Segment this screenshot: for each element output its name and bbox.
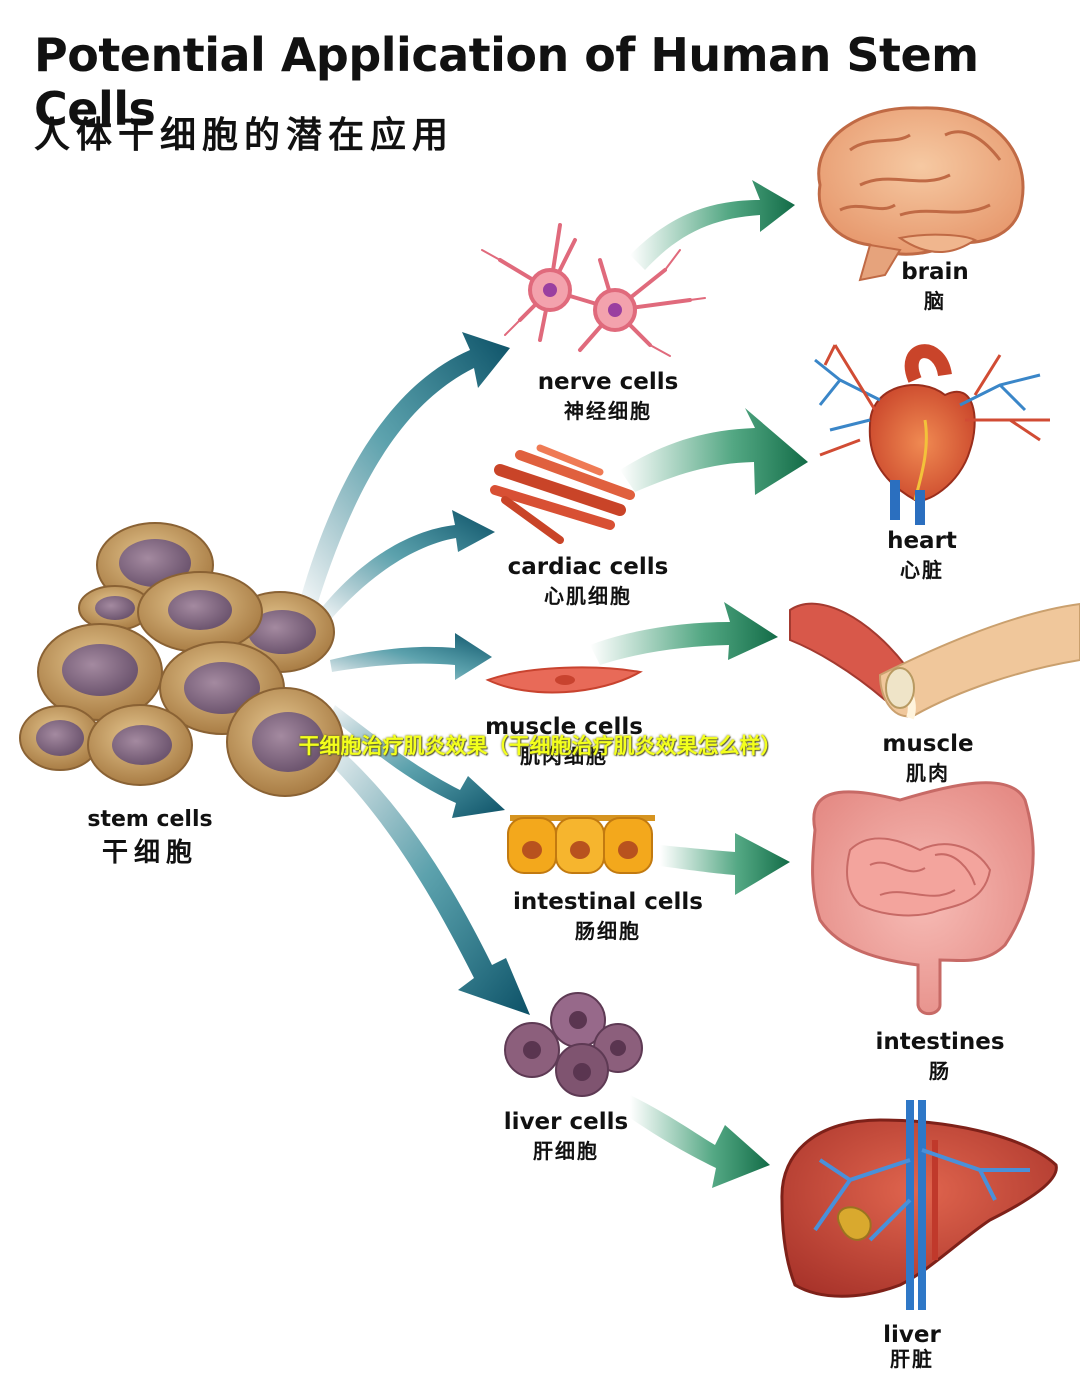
- muscle-cells-label-en: muscle cells: [485, 714, 643, 740]
- muscle-label-zh: 肌肉: [906, 761, 950, 785]
- brain-label: brain 脑: [815, 258, 1055, 316]
- nerve-cells-label-en: nerve cells: [537, 369, 679, 395]
- arrow-to-nerve-cells: [300, 332, 510, 602]
- stem-cells-label: stem cells 干细胞: [30, 806, 270, 872]
- title-english: Potential Application of Human Stem Cell…: [34, 28, 979, 136]
- liver-cells-illustration: [504, 992, 643, 1097]
- cardiac-cells-label-en: cardiac cells: [507, 554, 669, 580]
- muscle-label: muscle 肌肉: [808, 730, 1048, 788]
- arrow-to-muscle: [590, 602, 778, 665]
- arrow-to-cardiac-cells: [320, 510, 495, 618]
- heart-illustration: [814, 344, 1050, 525]
- liver-cells-label-zh: 肝细胞: [533, 1139, 599, 1163]
- liver-label-zh: 肝脏: [890, 1347, 934, 1371]
- intestines-label-en: intestines: [875, 1029, 1005, 1055]
- heart-label-en: heart: [887, 528, 957, 554]
- title-chinese: 人体干细胞的潜在应用: [34, 115, 455, 156]
- intestinal-cells-label-en: intestinal cells: [513, 889, 703, 915]
- intestinal-cells-label-zh: 肠细胞: [575, 919, 641, 943]
- nerve-cells-label-zh: 神经细胞: [564, 399, 652, 423]
- arrow-to-muscle-cells: [330, 633, 492, 680]
- arrow-to-intestines: [660, 833, 790, 895]
- brain-label-zh: 脑: [924, 289, 946, 313]
- intestinal-cells-illustration: [507, 815, 655, 874]
- stem-cells-label-en: stem cells: [87, 807, 213, 832]
- heart-label-zh: 心脏: [900, 558, 944, 582]
- muscle-illustration: [789, 602, 1080, 720]
- muscle-cell-illustration: [485, 666, 643, 694]
- stem-cell-cluster: [19, 522, 344, 797]
- liver-illustration: [780, 1100, 1058, 1310]
- arrow-to-liver: [630, 1095, 770, 1188]
- nerve-cells-label: nerve cells 神经细胞: [488, 368, 728, 426]
- intestines-label: intestines 肠: [820, 1028, 1060, 1086]
- liver-label-en: liver: [883, 1322, 941, 1348]
- stem-to-cell-arrows: [300, 332, 530, 1015]
- stem-cells-label-zh: 干细胞: [101, 838, 198, 868]
- brain-illustration: [817, 106, 1025, 282]
- liver-cells-label: liver cells 肝细胞: [446, 1108, 686, 1166]
- liver-label: liver 肝脏: [792, 1323, 1032, 1371]
- muscle-cells-label: muscle cells 肌肉细胞: [444, 713, 684, 771]
- arrow-to-intestinal-cells: [330, 705, 505, 818]
- cell-to-organ-arrows: [590, 180, 808, 1188]
- arrow-to-heart: [620, 408, 808, 495]
- cardiac-cells-illustration: [490, 444, 635, 544]
- overlay-caption: 干细胞治疗肌炎效果（干细胞治疗肌炎效果怎么样）: [298, 734, 782, 758]
- muscle-cells-label-zh: 肌肉细胞: [520, 744, 608, 768]
- liver-cells-label-en: liver cells: [503, 1109, 629, 1135]
- muscle-label-en: muscle: [882, 731, 974, 757]
- intestinal-cells-label: intestinal cells 肠细胞: [488, 888, 728, 946]
- nerve-cells-illustration: [481, 223, 706, 357]
- arrow-to-brain: [630, 180, 795, 270]
- intestines-label-zh: 肠: [929, 1059, 951, 1083]
- arrow-to-liver-cells: [318, 740, 530, 1015]
- intestines-illustration: [811, 781, 1035, 1016]
- cardiac-cells-label: cardiac cells 心肌细胞: [468, 553, 708, 611]
- brain-label-en: brain: [901, 259, 969, 285]
- heart-label: heart 心脏: [802, 527, 1042, 585]
- cardiac-cells-label-zh: 心肌细胞: [544, 584, 632, 608]
